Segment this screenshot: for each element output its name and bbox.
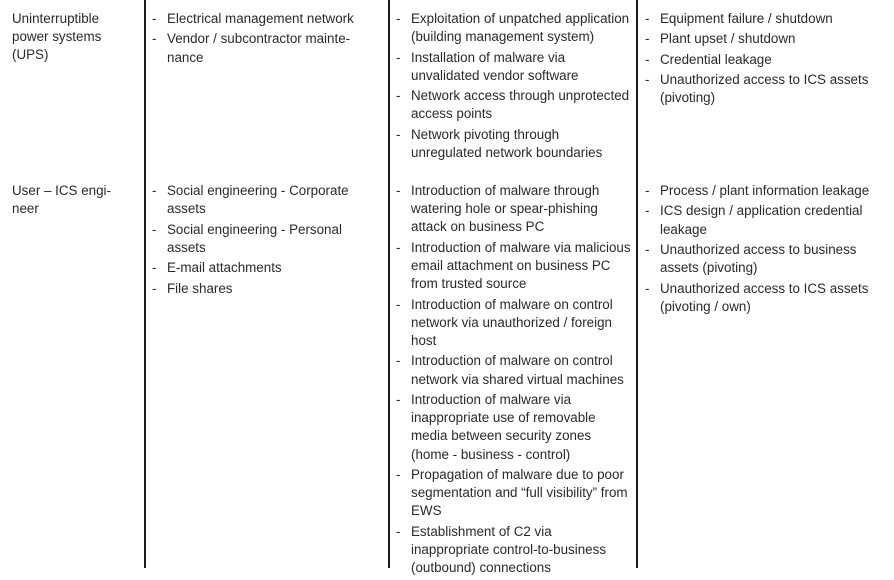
asset-name: Uninterruptible power systems (UPS) xyxy=(12,11,102,63)
attack-vectors-cell: Social engineering - Corporate assets So… xyxy=(152,182,377,300)
threats-cell: Exploitation of unpatched application (b… xyxy=(396,10,632,164)
column-divider-1 xyxy=(144,0,146,568)
list-item: Introduction of malware through watering… xyxy=(396,182,632,237)
impacts-cell: Equipment failure / shutdown Plant upset… xyxy=(645,10,891,110)
list-item: Introduction of malware on control netwo… xyxy=(396,352,632,388)
list-item: Plant upset / shutdown xyxy=(645,30,891,48)
list-item: Introduction of malware on control netwo… xyxy=(396,296,632,351)
list-item: Establishment of C2 via inappropriate co… xyxy=(396,523,632,578)
list-item: Network pivoting through unregulated net… xyxy=(396,126,632,162)
list-item: ICS design / application credential leak… xyxy=(645,202,891,238)
list-item: Process / plant information leakage xyxy=(645,182,891,200)
list-item: Unauthorized access to ICS assets (pivot… xyxy=(645,71,891,107)
list-item: Unauthorized access to ICS assets (pivot… xyxy=(645,280,891,316)
list-item: Vendor / subcontractor mainte-nance xyxy=(152,30,377,66)
asset-name: User – ICS engi-neer xyxy=(12,183,111,217)
list-item: Social engineering - Personal assets xyxy=(152,221,377,257)
list-item: Propagation of malware due to poor segme… xyxy=(396,466,632,521)
attack-vectors-cell: Electrical management network Vendor / s… xyxy=(152,10,377,69)
list-item: Social engineering - Corporate assets xyxy=(152,182,377,218)
list-item: Electrical management network xyxy=(152,10,377,28)
list-item: Introduction of malware via malicious em… xyxy=(396,239,632,294)
list-item: E-mail attachments xyxy=(152,259,377,277)
list-item: Credential leakage xyxy=(645,51,891,69)
list-item: Installation of malware via unvalidated … xyxy=(396,49,632,85)
column-divider-2 xyxy=(388,0,390,568)
list-item: Network access through unprotected acces… xyxy=(396,87,632,123)
list-item: Unauthorized access to business assets (… xyxy=(645,241,891,277)
impacts-cell: Process / plant information leakage ICS … xyxy=(645,182,891,318)
list-item: Exploitation of unpatched application (b… xyxy=(396,10,632,46)
list-item: Equipment failure / shutdown xyxy=(645,10,891,28)
list-item: File shares xyxy=(152,280,377,298)
threats-cell: Introduction of malware through watering… xyxy=(396,182,632,580)
column-divider-3 xyxy=(636,0,638,568)
list-item: Introduction of malware via inappropriat… xyxy=(396,391,632,464)
